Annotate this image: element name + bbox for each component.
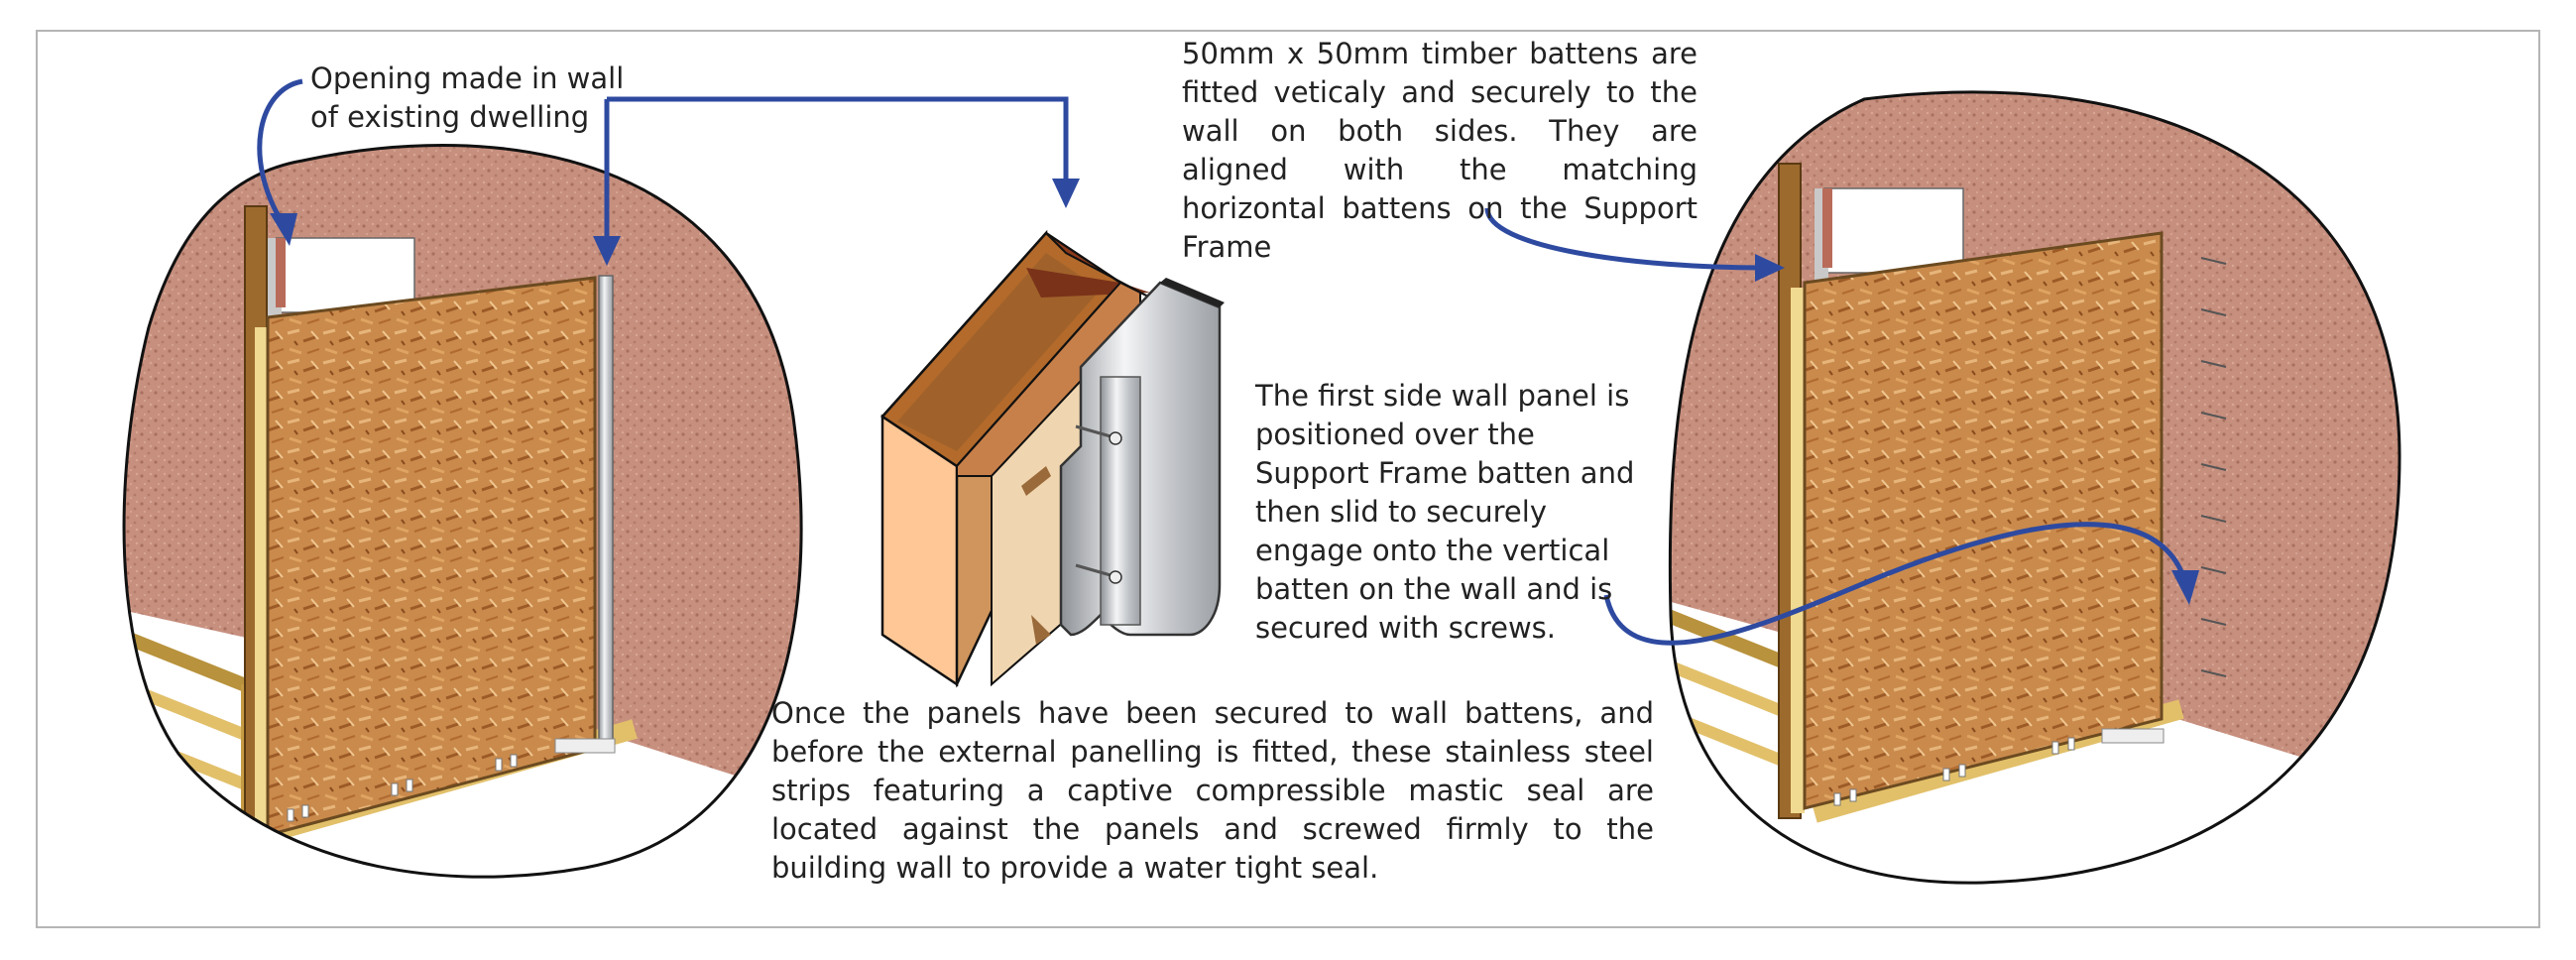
wall-screws bbox=[2200, 257, 2227, 677]
arrow-opening-to-wall bbox=[257, 78, 303, 225]
wall-opening bbox=[268, 237, 415, 332]
wall-opening-right bbox=[1815, 187, 1964, 288]
label-battens: 50mm x 50mm timber battens are fitted ve… bbox=[1182, 37, 1698, 264]
right-scene-outline bbox=[1668, 90, 2401, 885]
steel-strip bbox=[598, 275, 614, 748]
left-scene-outline bbox=[122, 144, 803, 879]
osb-panel-right bbox=[1803, 231, 2164, 810]
steel-strip-detail bbox=[880, 229, 1225, 688]
left-wall-scene bbox=[122, 144, 803, 879]
arrow-to-detail bbox=[607, 96, 1069, 188]
osb-panel bbox=[266, 276, 597, 837]
label-steel-strips: Once the panels have been secured to wal… bbox=[771, 696, 1654, 885]
label-first-panel: The first side wall panel is positioned … bbox=[1255, 379, 1635, 645]
annotation-arrows bbox=[257, 78, 2189, 646]
diagram-frame bbox=[36, 30, 2540, 928]
right-wall-scene bbox=[1668, 90, 2401, 885]
arrowheads bbox=[270, 179, 2199, 605]
label-opening: Opening made in wall of existing dwellin… bbox=[310, 61, 625, 134]
arrow-battens bbox=[1484, 207, 1766, 271]
batten-face bbox=[255, 327, 269, 843]
arrow-panel-screws bbox=[1603, 522, 2189, 646]
